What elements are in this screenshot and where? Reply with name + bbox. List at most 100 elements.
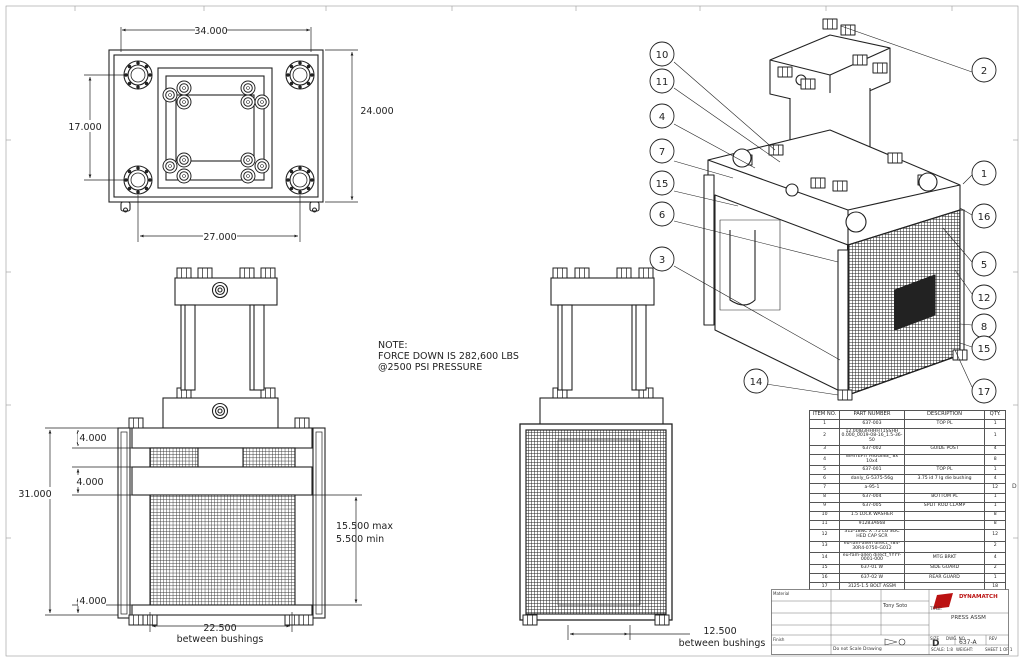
size-label: SIZE [930,636,939,641]
bom-item-no: 14 [808,552,841,565]
bom-part-number: 312-18NC X .75 LG SOC HED CAP SCR [839,528,905,542]
bom-qty: 8 [984,453,1006,467]
bom-header-part: PART NUMBER [839,410,905,420]
bom-description [903,528,986,542]
projection-symbol [884,638,906,646]
front-view [117,267,326,626]
front-overall-height-dim: 31.000 [18,489,51,500]
bom-part-number: 637-002 [839,444,905,455]
bom-qty: 4 [984,444,1006,455]
bom-part-number: 637-005 [839,501,905,512]
bom-part-number: 637-003 [839,418,905,430]
bom-description [903,519,986,530]
svg-text:10: 10 [656,50,669,61]
bom-description: SIDE GUARD [903,563,986,574]
bom-description: BOTTOM PL [903,492,986,503]
balloon-7: 7 [649,138,675,164]
top-height-dim: 24.000 [360,106,393,117]
bom-description [903,540,986,554]
bom-item-no: 9 [808,501,841,512]
finish-label: Finish [773,637,785,642]
bom-qty: 1 [984,428,1006,446]
bom-qty: 1 [984,572,1006,583]
balloon-16: 16 [971,203,997,229]
drawn-by: Tony Soto [883,603,908,609]
drawing-title: PRESS ASSM [951,615,986,621]
note-force: FORCE DOWN IS 282,600 LBS [378,351,519,362]
bom-qty: 2 [984,563,1006,574]
front-lower-dim: 4.000 [79,596,106,607]
stroke-max-dim: 15.500 max [336,521,393,532]
balloon-10: 10 [649,41,675,67]
svg-text:15: 15 [978,344,991,355]
bom-header-row: ITEM NO. PART NUMBER DESCRIPTION QTY. [808,410,1006,420]
material-label: Material [773,591,790,596]
top-inner-width-dim: 27.000 [203,232,236,243]
side-bushing-caption: between bushings [679,638,766,649]
bom-part-number: 637-004 [839,492,905,503]
bom-item-no: 5 [808,465,841,476]
balloon-14: 15 [649,170,675,196]
zone-letter-d: D [1012,483,1017,490]
sheet-size: D [932,639,940,649]
bom-description [903,483,986,494]
isometric-view [703,18,968,401]
svg-text:15: 15 [656,179,669,190]
sheet-number: SHEET 1 OF 1 [985,647,1013,652]
bom-item-no: 7 [808,483,841,494]
note-pressure: @2500 PSI PRESSURE [378,362,482,373]
front-bushing-width-dim: 22.500 [203,623,236,634]
top-view [108,41,324,213]
balloon-8: 8 [971,313,997,339]
balloon-leaders [673,25,973,396]
bom-qty: 2 [984,540,1006,554]
bom-description: MTG BRKT [903,552,986,565]
front-bushing-caption: between bushings [177,634,264,645]
balloon-3: 3 [649,246,675,272]
bom-description: TOP PL [903,418,986,430]
bom-item-no: 11 [808,519,841,530]
bom-description: SPLIT ROD CLAMP [903,501,986,512]
bom-description [903,428,986,446]
bom-description: 3.75 id 7 lg die bushing [903,474,986,485]
dwg-no-label: DWG. NO. [946,636,966,641]
balloon-17: 17 [971,378,997,404]
bom-part-number: 637-01 W [839,563,905,574]
bom-qty: 8 [984,510,1006,521]
balloon-15: 15 [971,335,997,361]
side-view [519,267,673,640]
balloon-5: 5 [971,251,997,277]
balloon-6: 6 [649,201,675,227]
side-bushing-width-dim: 12.500 [703,626,736,637]
bom-part-number: eu-fam-allen direct_Y84-30R4-0750-G012 [839,540,905,554]
bom-part-number: 12.00JB3HHHHT1SSHH 0.000_0019-08-16_1.5-… [839,428,905,446]
bom-description [903,453,986,467]
scale: SCALE: 1:8 [931,647,953,652]
bom-part-number: danly_G-5375-56g [839,474,905,485]
company-name: DYNAMATCH [959,594,998,600]
zone-ticks [6,6,1018,539]
company-logo [933,593,953,609]
bom-qty: 1 [984,418,1006,430]
note-heading: NOTE: [378,340,408,351]
bom-part-number: 1.5 LOCK WASHER [839,510,905,521]
svg-text:14: 14 [750,377,763,388]
balloon-1: 1 [971,160,997,186]
bom-qty: 12 [984,528,1006,542]
bom-item-no: 2 [808,428,841,446]
no-scale-note: Do not Scale Drawing [833,647,882,652]
svg-text:12: 12 [978,293,991,304]
